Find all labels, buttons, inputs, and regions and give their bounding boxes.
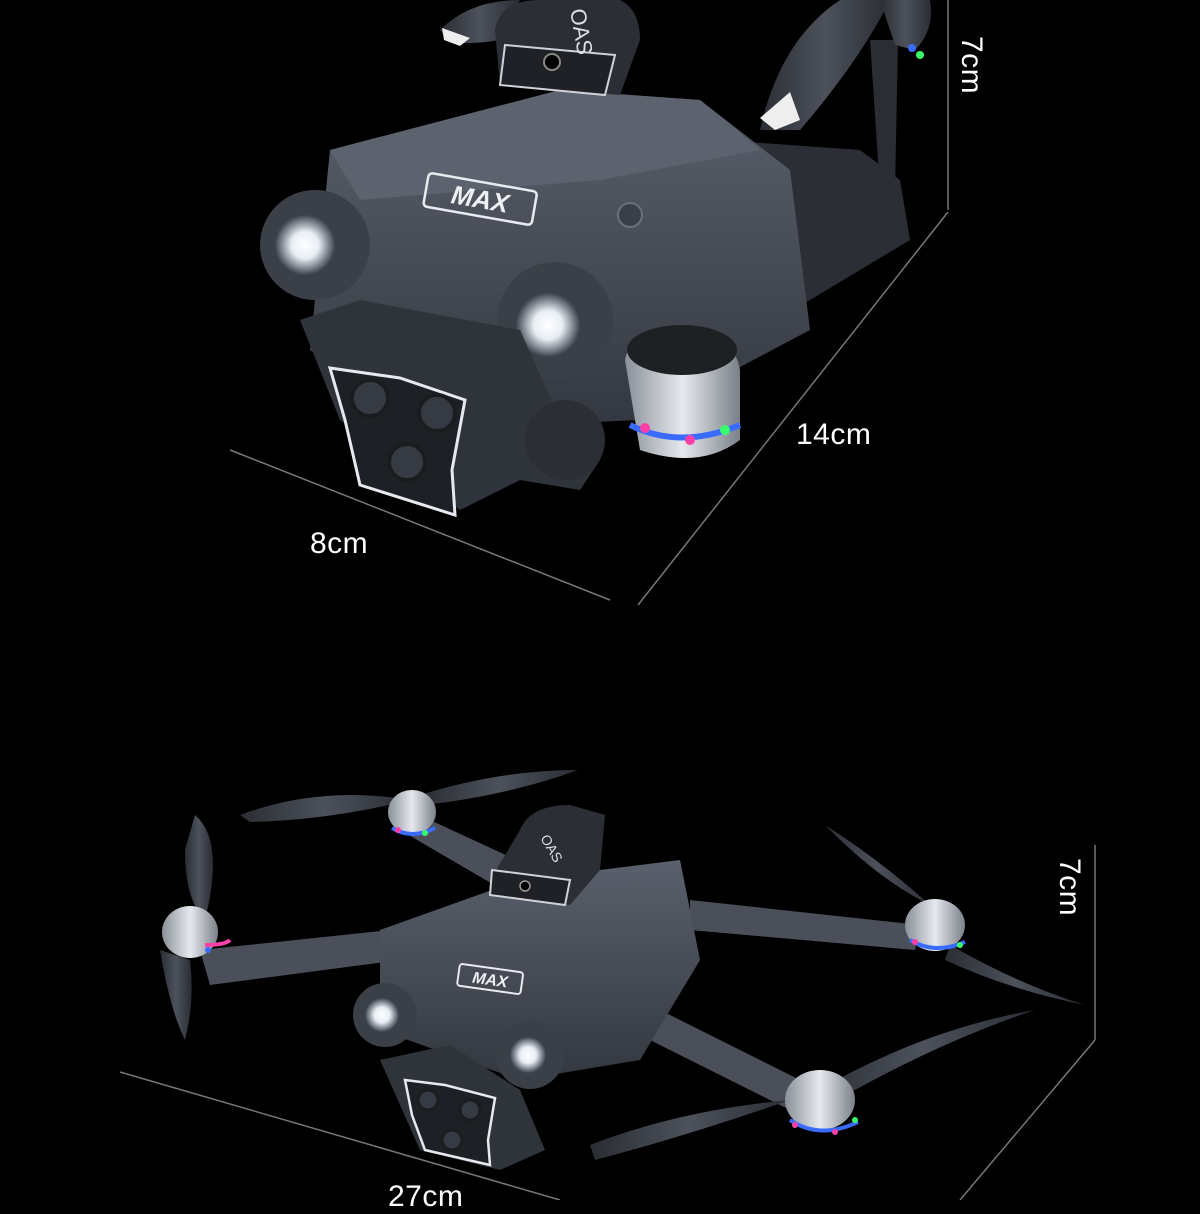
motor [388,790,436,836]
max-logo: MAX [422,172,538,226]
landing-leg [870,40,898,190]
propeller-blade [825,825,930,905]
led-light [720,425,730,435]
led-light [908,44,916,52]
propeller-blade [420,770,578,805]
headlight [510,1037,546,1073]
sensor-lens [519,880,531,892]
unfolded-height-label: 7cm [1053,858,1086,917]
propeller-blade [945,945,1085,1005]
drone-body [380,860,700,1080]
propeller-blade [160,950,192,1040]
unfolded-width-label: 27cm [388,1180,464,1213]
gimbal-motor [525,400,605,480]
propeller-tip [760,92,800,130]
led-light [685,435,695,445]
led-light [916,51,924,59]
folded-length-label: 14cm [796,418,872,451]
propeller-blade [590,1100,790,1160]
camera-lens [458,1098,482,1122]
length-dimension-line [637,211,949,606]
width-dimension-line [229,449,611,601]
folded-width-label: 8cm [310,527,369,560]
motor [162,906,232,958]
headlight [365,998,399,1032]
camera-lens [440,1128,464,1152]
sensor-lens [543,53,561,71]
oas-sensor-front [498,43,617,97]
arm [690,900,920,950]
propeller-blade [240,795,410,822]
propeller-tip [442,28,470,46]
folded-height-label: 7cm [955,36,988,95]
motor-top [627,325,737,375]
propeller-blade [760,0,890,130]
body-vent [617,202,643,228]
arm [200,930,400,985]
motor [905,899,966,951]
motor [785,1070,859,1135]
camera-lens [416,1088,440,1112]
led-light [640,423,650,433]
unfolded-drone: OAS MAX [119,770,1096,1201]
propeller-blade [185,815,213,920]
width-dimension-line [119,1071,561,1201]
camera-lens [387,442,427,482]
folded-drone: OAS MAX [229,0,949,606]
depth-dimension-line [959,1039,1096,1201]
headlight [275,215,335,275]
camera-lens [417,393,457,433]
headlight [516,293,580,357]
svg-text:MAX: MAX [471,970,510,992]
max-logo: MAX [456,963,524,995]
propeller-blade [880,0,931,50]
camera-lens [350,378,390,418]
arm [630,1000,800,1110]
drone-body-top [330,90,760,200]
